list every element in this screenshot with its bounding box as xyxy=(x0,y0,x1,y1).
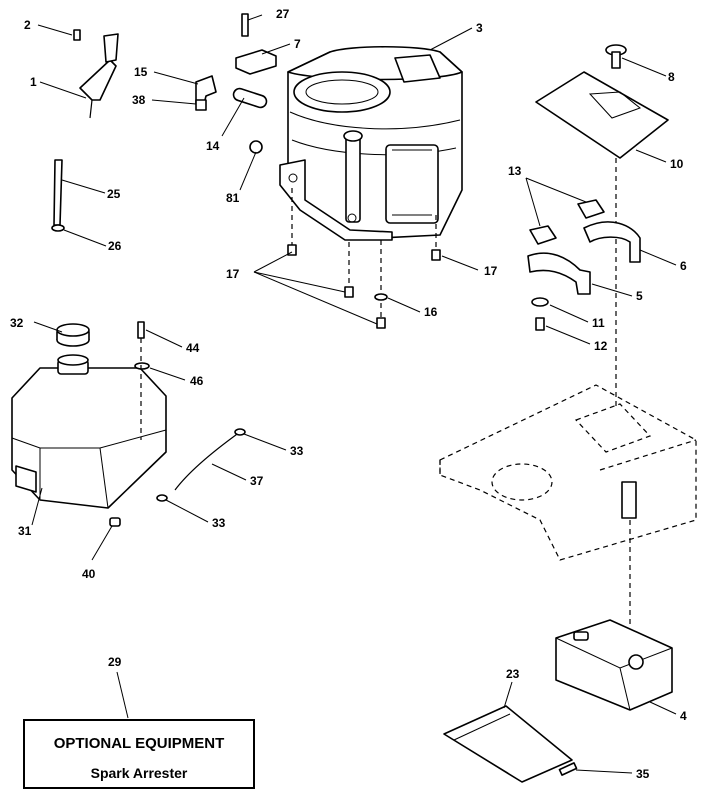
callout-4: 4 xyxy=(680,709,687,723)
callout-2: 2 xyxy=(24,18,31,32)
callout-8: 8 xyxy=(668,70,675,84)
fuel-line xyxy=(51,159,65,232)
throttle-control xyxy=(73,29,119,119)
callout-27: 27 xyxy=(276,7,290,21)
spark-arrester xyxy=(443,705,578,783)
callout-44: 44 xyxy=(186,341,200,355)
callout-16: 16 xyxy=(424,305,438,319)
callout-6: 6 xyxy=(680,259,687,273)
leader-lines xyxy=(31,14,677,774)
callout-35: 35 xyxy=(636,767,650,781)
heat-shield xyxy=(535,44,669,159)
tank-washer xyxy=(134,362,150,370)
optional-equipment-subtitle: Spark Arrester xyxy=(91,765,188,781)
engine-bolt xyxy=(287,244,441,329)
callout-33-top: 33 xyxy=(290,444,304,458)
lock-washer xyxy=(531,297,549,307)
exhaust-gasket xyxy=(529,199,605,245)
callout-17-left: 17 xyxy=(226,267,240,281)
exhaust-bolt xyxy=(535,317,545,331)
optional-equipment-title: OPTIONAL EQUIPMENT xyxy=(54,735,225,752)
exhaust-pipe xyxy=(527,221,641,295)
callout-12: 12 xyxy=(594,339,608,353)
fuel-tank xyxy=(11,354,167,509)
muffler xyxy=(555,619,673,711)
callout-33-bottom: 33 xyxy=(212,516,226,530)
callout-38: 38 xyxy=(132,93,146,107)
callout-13: 13 xyxy=(508,164,522,178)
callout-40: 40 xyxy=(82,567,96,581)
engine xyxy=(279,45,463,241)
callout-11: 11 xyxy=(592,316,605,330)
callout-15: 15 xyxy=(134,65,148,79)
callout-25: 25 xyxy=(107,187,121,201)
callout-23: 23 xyxy=(506,667,520,681)
callout-3: 3 xyxy=(476,21,483,35)
callout-31: 31 xyxy=(18,524,32,538)
callout-14: 14 xyxy=(206,139,220,153)
callout-37: 37 xyxy=(250,474,264,488)
callout-81: 81 xyxy=(226,191,240,205)
callout-17-right: 17 xyxy=(484,264,498,278)
chassis-deck xyxy=(439,384,697,561)
callout-26: 26 xyxy=(108,239,122,253)
tank-screw xyxy=(137,321,145,339)
callout-29: 29 xyxy=(108,655,122,669)
fuel-hose xyxy=(156,428,246,502)
callout-46: 46 xyxy=(190,374,204,388)
callout-labels: 2 1 27 3 7 15 38 14 81 8 10 13 6 5 11 12… xyxy=(10,7,687,781)
callout-1: 1 xyxy=(30,75,37,89)
callout-32: 32 xyxy=(10,316,24,330)
callout-10: 10 xyxy=(670,157,684,171)
bushing xyxy=(109,517,121,527)
callout-7: 7 xyxy=(294,37,301,51)
callout-5: 5 xyxy=(636,289,643,303)
optional-equipment-box: OPTIONAL EQUIPMENT Spark Arrester xyxy=(23,719,255,789)
fuel-cap xyxy=(56,323,90,347)
washer xyxy=(374,293,388,301)
clamp xyxy=(235,13,277,75)
